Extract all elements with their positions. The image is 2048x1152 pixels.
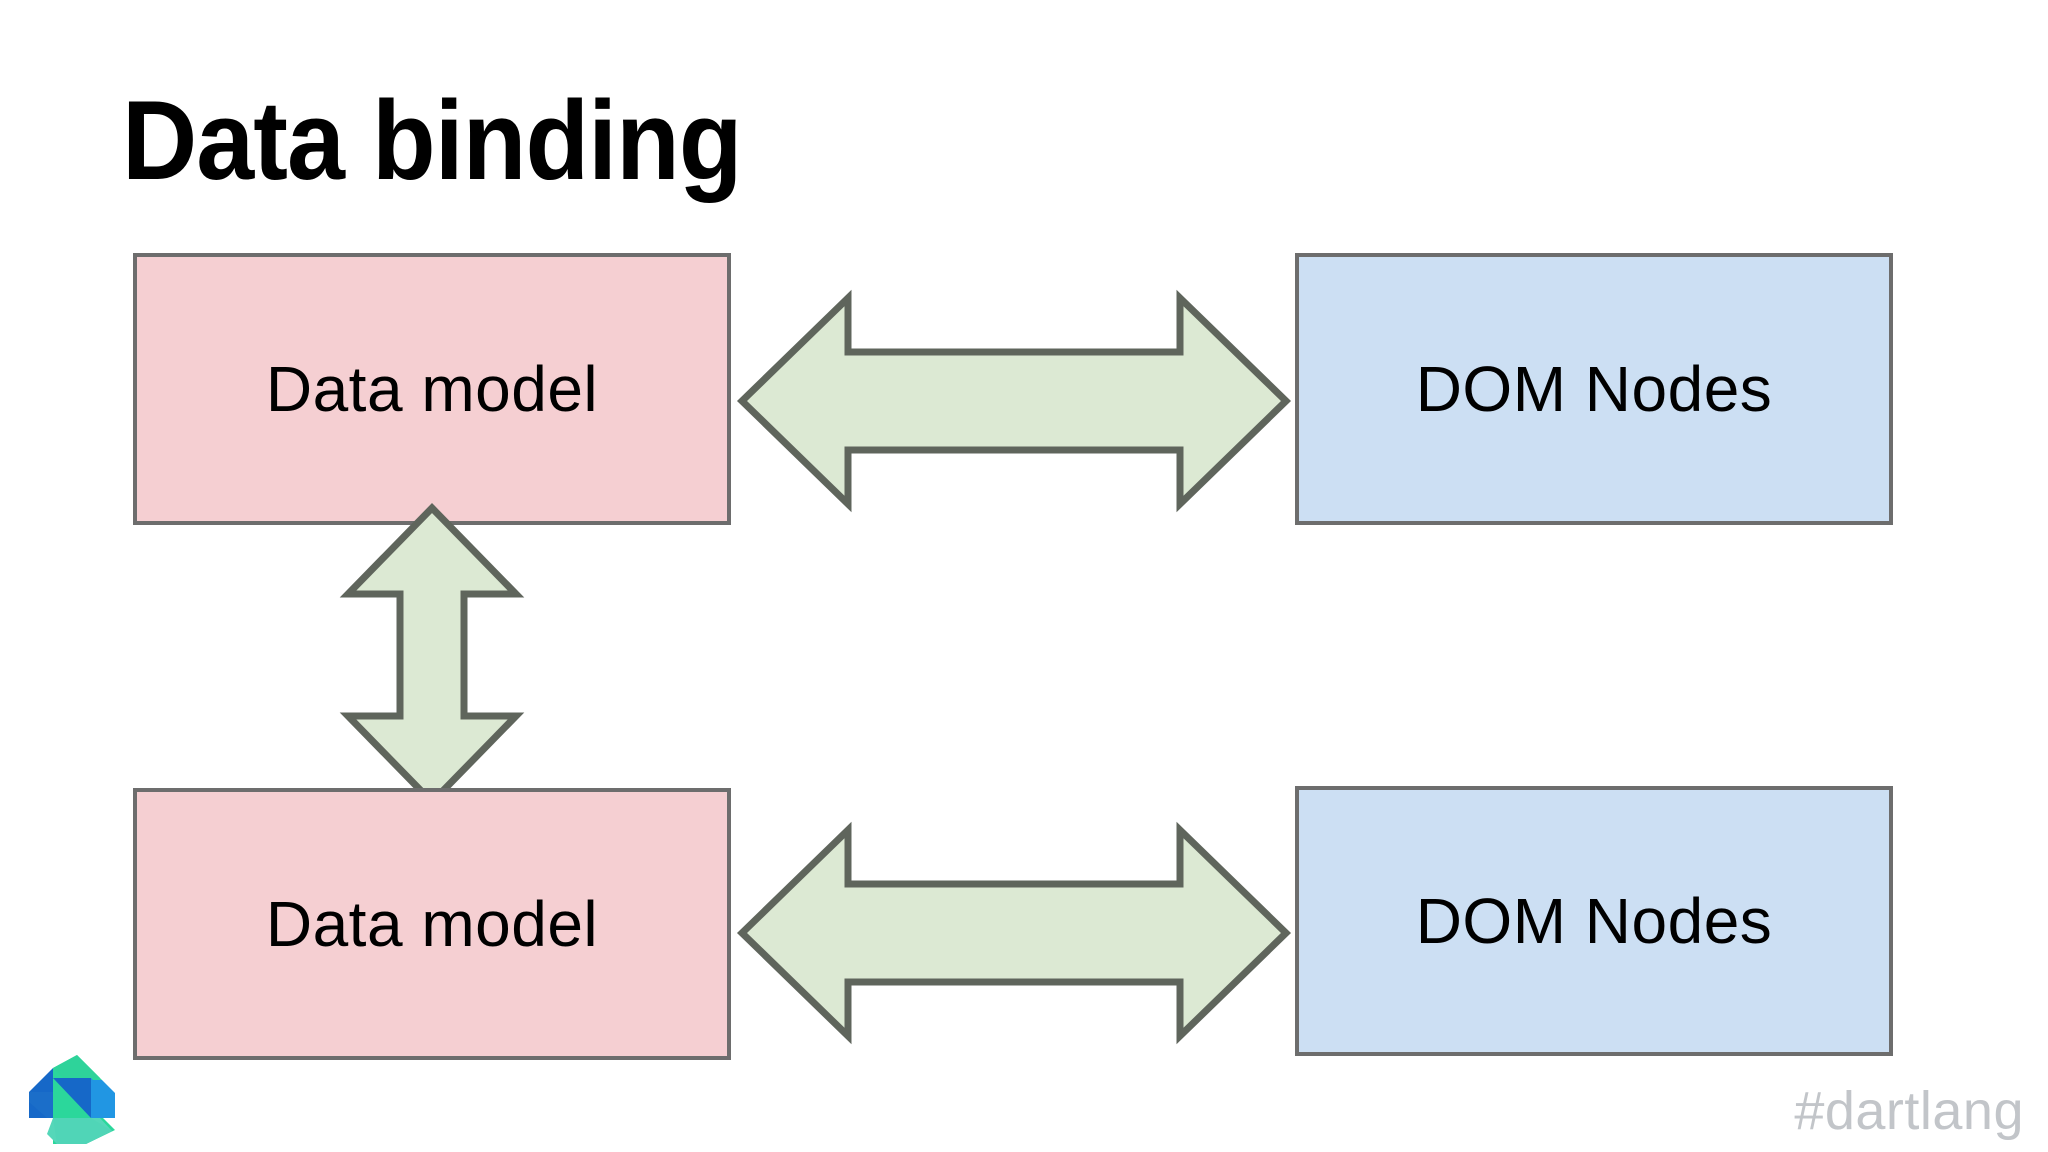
double-arrow-horizontal-icon-bottom xyxy=(736,821,1292,1045)
double-arrow-vertical-icon xyxy=(339,502,525,808)
dartlang-hashtag: #dartlang xyxy=(1794,1081,2024,1141)
double-arrow-horizontal-icon-top xyxy=(736,289,1292,513)
box-data-model-top: Data model xyxy=(133,253,731,525)
box-data-model-bottom: Data model xyxy=(133,788,731,1060)
box-dom-nodes-bottom: DOM Nodes xyxy=(1295,786,1893,1056)
dart-logo-icon xyxy=(24,1052,120,1148)
box-label: DOM Nodes xyxy=(1415,353,1773,425)
page-title: Data binding xyxy=(122,78,742,203)
box-label: Data model xyxy=(265,888,599,960)
box-dom-nodes-top: DOM Nodes xyxy=(1295,253,1893,525)
box-label: DOM Nodes xyxy=(1415,885,1773,957)
box-label: Data model xyxy=(265,353,599,425)
